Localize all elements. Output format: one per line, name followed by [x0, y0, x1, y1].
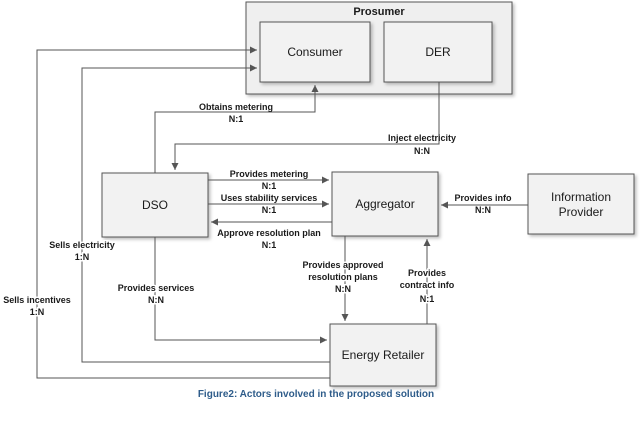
energy-retailer-node [329, 323, 437, 387]
energy-retailer-label: Energy Retailer [342, 348, 425, 362]
label-provides-info: Provides info [454, 193, 512, 203]
label-contract-info-1: Provides [408, 268, 446, 278]
card-approve-plan: N:1 [262, 240, 277, 250]
der-node [383, 21, 493, 83]
aggregator-node [331, 171, 439, 237]
dso-label: DSO [142, 198, 168, 212]
der-label: DER [425, 45, 451, 59]
edge-provides-services [154, 237, 327, 344]
card-obtains-metering: N:1 [229, 114, 244, 124]
card-provides-info: N:N [475, 205, 491, 215]
figure-caption: Figure2: Actors involved in the proposed… [198, 389, 434, 400]
label-obtains-metering: Obtains metering [199, 102, 273, 112]
consumer-node [259, 21, 371, 83]
label-uses-stability: Uses stability services [221, 193, 318, 203]
label-approved-plans-1: Provides approved [302, 260, 383, 270]
card-sells-incentives: 1:N [30, 307, 45, 317]
label-provides-metering: Provides metering [230, 169, 309, 179]
edge-sells-electricity [81, 64, 330, 363]
card-contract-info: N:1 [420, 294, 435, 304]
card-sells-electricity: 1:N [75, 252, 90, 262]
aggregator-label: Aggregator [355, 197, 414, 211]
label-provides-services: Provides services [118, 283, 195, 293]
label-approved-plans-2: resolution plans [308, 272, 378, 282]
card-uses-stability: N:1 [262, 205, 277, 215]
information-provider-label-1: Information [551, 190, 611, 204]
edge-obtains-metering [154, 85, 319, 173]
label-approve-plan: Approve resolution plan [217, 228, 321, 238]
card-approved-plans: N:N [335, 284, 351, 294]
card-inject-electricity: N:N [414, 146, 430, 156]
edge-sells-incentives [36, 46, 330, 379]
label-contract-info-2: contract info [400, 280, 455, 290]
information-provider-node [527, 173, 635, 235]
label-sells-incentives: Sells incentives [3, 295, 71, 305]
edge-inject-electricity [171, 82, 440, 170]
information-provider-label-2: Provider [559, 205, 604, 219]
label-inject-electricity: Inject electricity [388, 133, 456, 143]
prosumer-title: Prosumer [353, 6, 405, 18]
dso-node [101, 172, 209, 238]
consumer-label: Consumer [287, 45, 342, 59]
label-sells-electricity: Sells electricity [49, 240, 115, 250]
card-provides-services: N:N [148, 295, 164, 305]
card-provides-metering: N:1 [262, 181, 277, 191]
